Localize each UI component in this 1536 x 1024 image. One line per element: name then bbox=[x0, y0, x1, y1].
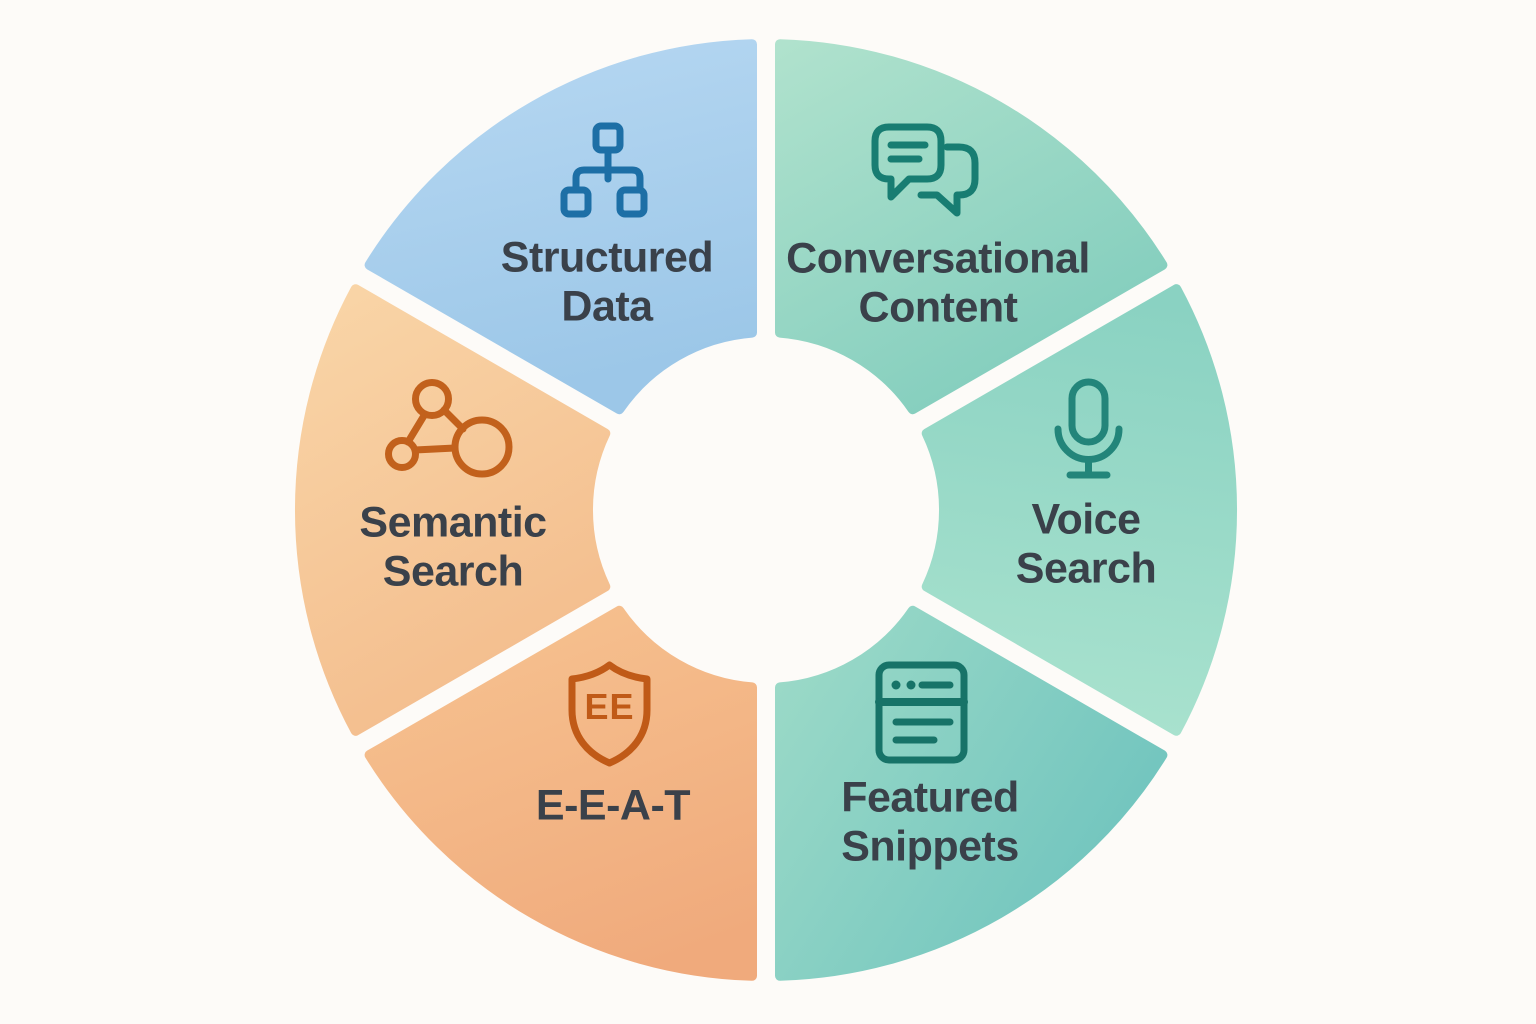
label-structured-data: Structured Data bbox=[500, 233, 714, 331]
slice-voice-search bbox=[921, 284, 1238, 736]
shield-letters: EE bbox=[584, 686, 634, 727]
label-featured-snippets: Featured Snippets bbox=[841, 773, 1019, 871]
chat-bubbles-icon bbox=[871, 123, 979, 217]
label-semantic-search: Semantic Search bbox=[359, 498, 547, 596]
label-eeat: E-E-A-T bbox=[535, 781, 691, 830]
slice-structured-data bbox=[364, 39, 757, 415]
label-voice-search: Voice Search bbox=[1015, 495, 1157, 593]
browser-snippet-icon bbox=[875, 661, 968, 764]
slice-eeat bbox=[364, 605, 757, 981]
shield-icon: EE bbox=[568, 661, 651, 767]
sitemap-icon bbox=[560, 122, 648, 218]
network-icon bbox=[385, 379, 513, 478]
slice-semantic-search bbox=[294, 284, 611, 736]
microphone-icon bbox=[1054, 378, 1123, 479]
label-conversational-content: Conversational Content bbox=[786, 234, 1090, 332]
